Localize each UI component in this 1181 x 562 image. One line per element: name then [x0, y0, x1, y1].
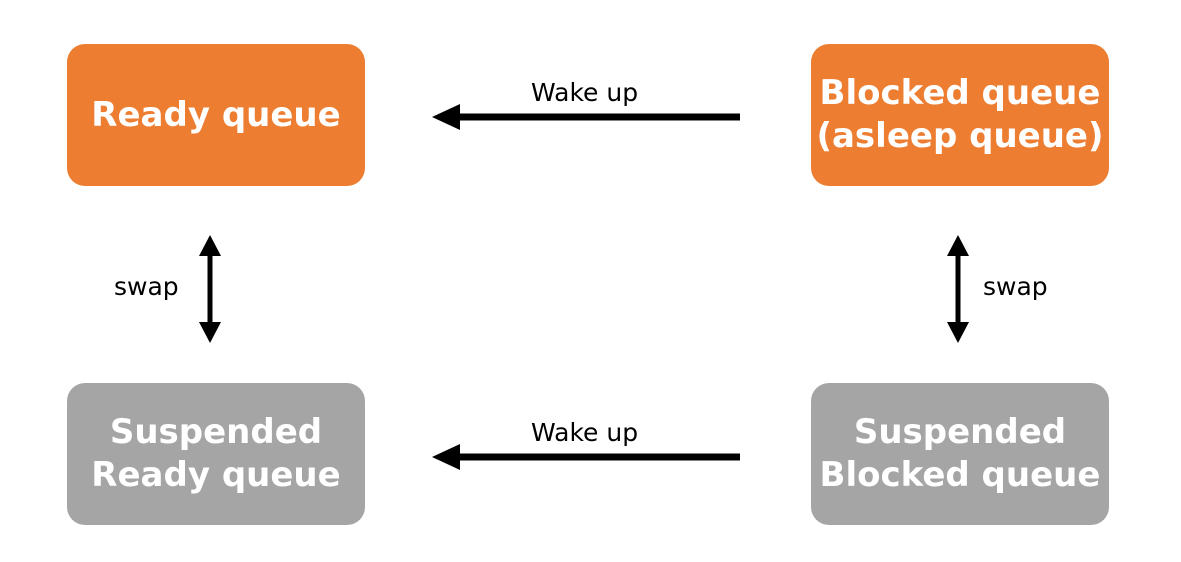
ready-queue-label: Ready queue — [91, 94, 341, 135]
suspended-blocked-queue-label-line2: Blocked queue — [819, 455, 1101, 495]
suspended-ready-queue-label-line2: Ready queue — [91, 455, 341, 495]
blocked-queue-label-line2: (asleep queue) — [816, 116, 1104, 156]
suspended-blocked-queue-label-line1: Suspended — [853, 412, 1067, 452]
suspended-ready-queue-label-line1: Suspended — [109, 412, 323, 452]
swap-right-arrow — [947, 235, 969, 343]
suspended-ready-queue-box: Suspended Ready queue — [67, 383, 365, 525]
wake-up-top-label: Wake up — [531, 78, 639, 107]
wake-up-bottom-arrow — [432, 444, 740, 470]
swap-left-label: swap — [114, 272, 179, 301]
swap-left-arrow — [199, 235, 221, 343]
suspended-blocked-queue-box: Suspended Blocked queue — [811, 383, 1109, 525]
wake-up-top-arrow — [432, 104, 740, 130]
blocked-queue-box: Blocked queue (asleep queue) — [811, 44, 1109, 186]
swap-right-label: swap — [983, 272, 1048, 301]
ready-queue-box: Ready queue — [67, 44, 365, 186]
blocked-queue-label-line1: Blocked queue — [819, 73, 1101, 113]
wake-up-bottom-label: Wake up — [531, 418, 639, 447]
